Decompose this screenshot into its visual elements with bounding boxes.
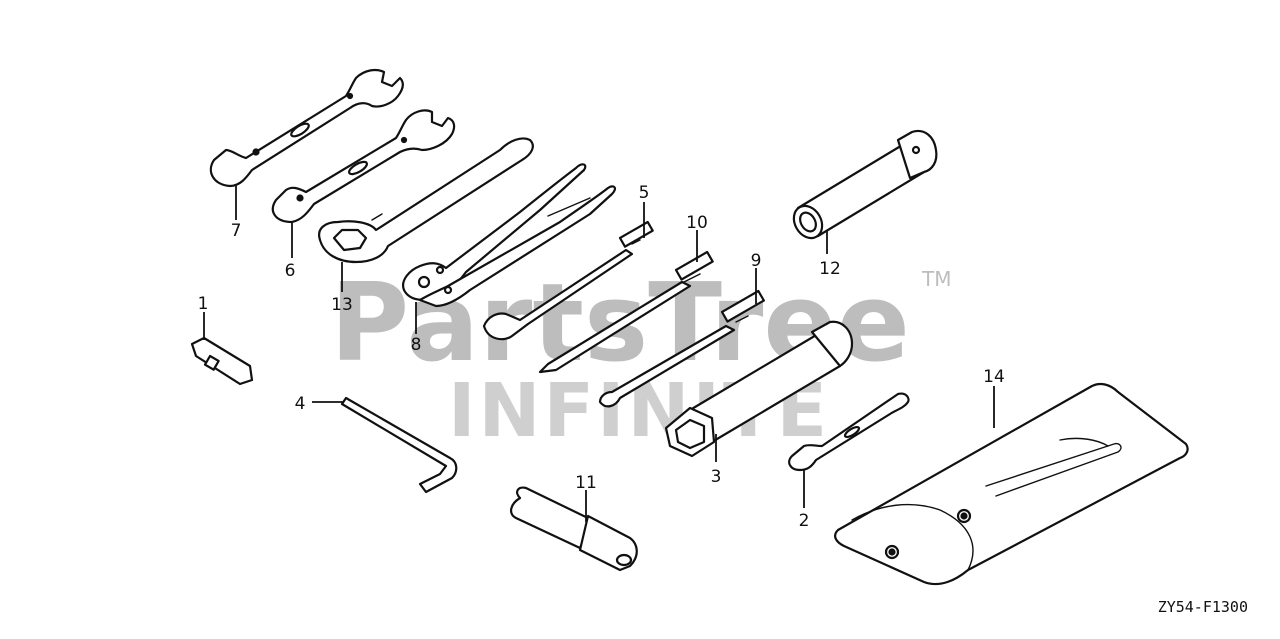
callout-2[interactable]: 2 (799, 511, 810, 531)
leader-lines (203, 186, 995, 522)
callout-11[interactable]: 11 (575, 473, 597, 493)
callout-10[interactable]: 10 (686, 213, 708, 233)
part-14-tool-bag[interactable] (834, 382, 1189, 586)
part-1-small-tool[interactable] (190, 336, 254, 386)
callout-4[interactable]: 4 (295, 394, 306, 414)
callout-8[interactable]: 8 (411, 335, 422, 355)
part-9-phillips-screwdriver[interactable] (598, 289, 765, 408)
callout-14[interactable]: 14 (983, 367, 1005, 387)
callout-5[interactable]: 5 (639, 183, 650, 203)
part-3-spark-plug-wrench[interactable] (664, 320, 854, 458)
part-4-hex-key[interactable] (340, 396, 458, 494)
callout-6[interactable]: 6 (285, 261, 296, 281)
callout-3[interactable]: 3 (711, 467, 722, 487)
callout-7[interactable]: 7 (231, 221, 242, 241)
callout-12[interactable]: 12 (819, 259, 841, 279)
part-10-screwdriver-shaft[interactable] (538, 250, 714, 374)
diagram-code: ZY54-F1300 (1158, 598, 1248, 616)
part-12-socket-tube[interactable] (788, 129, 938, 243)
callout-1[interactable]: 1 (198, 294, 209, 314)
watermark-tm: TM (921, 267, 951, 291)
part-13-box-wrench[interactable] (318, 137, 534, 264)
part-2-small-wrench[interactable] (788, 392, 910, 472)
part-6-open-end-wrench[interactable] (271, 109, 456, 224)
part-11-handle[interactable] (510, 486, 638, 572)
callout-13[interactable]: 13 (331, 295, 353, 315)
callout-9[interactable]: 9 (751, 251, 762, 271)
callout-labels: 1 2 3 4 5 6 7 8 9 10 11 12 13 14 (198, 183, 1005, 531)
part-7-open-end-wrench[interactable] (209, 68, 404, 188)
part-8-pliers[interactable] (402, 163, 617, 308)
